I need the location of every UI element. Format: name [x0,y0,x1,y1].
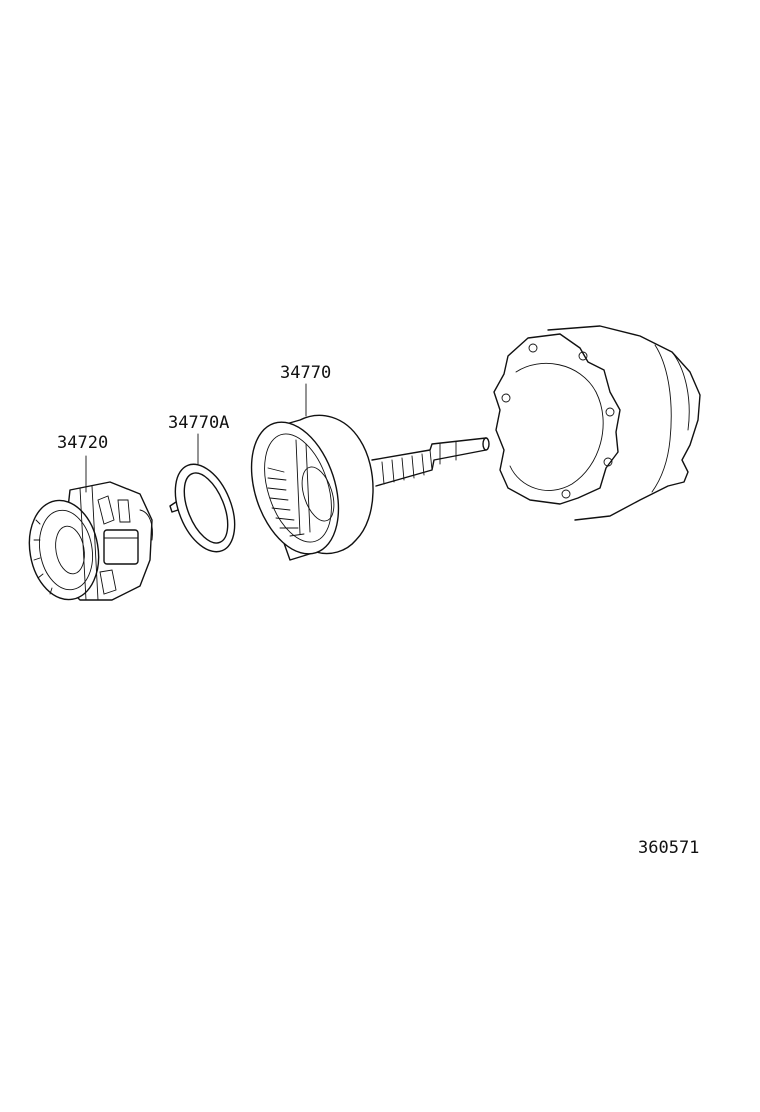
part-number-34720[interactable]: 34720 [57,433,108,453]
planetary-gear-drawing [28,481,153,601]
part-number-34770A[interactable]: 34770A [168,413,229,433]
drum-assembly-drawing [250,414,490,561]
thrust-washer-drawing [169,463,236,553]
transmission-case-drawing [493,325,701,521]
part-number-34770[interactable]: 34770 [280,363,331,383]
illustration-code: 360571 [638,838,699,858]
